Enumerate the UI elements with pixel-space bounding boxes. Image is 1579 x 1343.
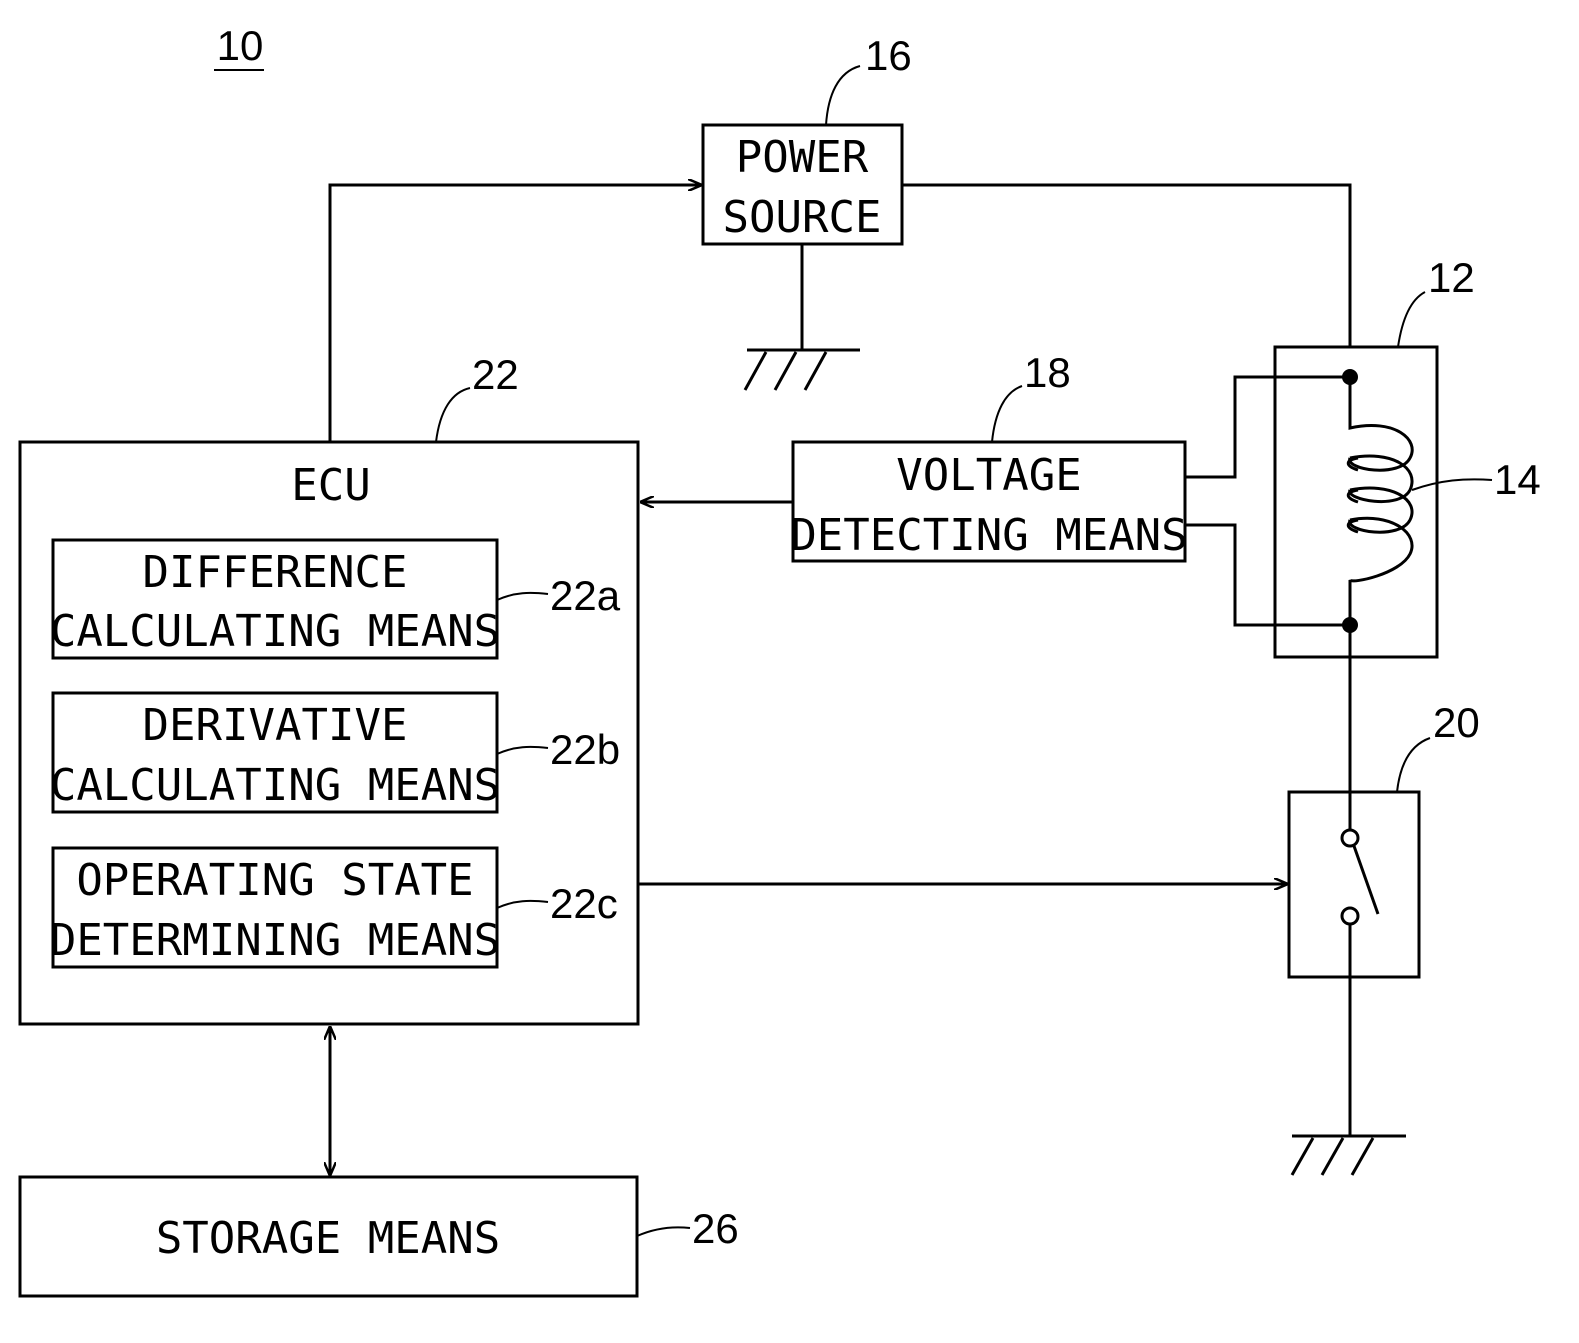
- ground-symbol-power: [745, 244, 860, 390]
- power-source-ref-leader: [826, 66, 860, 125]
- voltage-detecting-line1: VOLTAGE: [896, 450, 1081, 501]
- operating-state-line1: OPERATING STATE: [76, 855, 473, 906]
- solenoid-ref: 12: [1428, 254, 1475, 301]
- switch-ref-leader: [1397, 738, 1430, 792]
- ecu-label: ECU: [291, 460, 370, 511]
- ecu-ref: 22: [472, 351, 519, 398]
- figure-ref-label: 10: [217, 22, 264, 69]
- ecu-ref-leader: [436, 388, 470, 442]
- derivative-calculating-block: DERIVATIVE CALCULATING MEANS: [50, 693, 500, 812]
- derivative-ref: 22b: [550, 726, 620, 773]
- switch-ref: 20: [1433, 699, 1480, 746]
- operating-state-ref: 22c: [550, 880, 618, 927]
- difference-line2: CALCULATING MEANS: [50, 606, 500, 657]
- difference-calculating-block: DIFFERENCE CALCULATING MEANS: [50, 540, 500, 658]
- derivative-line2: CALCULATING MEANS: [50, 760, 500, 811]
- voltage-detecting-ref: 18: [1024, 349, 1071, 396]
- difference-ref: 22a: [550, 572, 621, 619]
- power-source-line2: SOURCE: [723, 192, 882, 243]
- storage-means-block: STORAGE MEANS: [20, 1177, 637, 1296]
- switch-block: [1289, 625, 1419, 1136]
- derivative-line1: DERIVATIVE: [143, 700, 408, 751]
- power-source-line1: POWER: [736, 132, 869, 183]
- storage-ref: 26: [692, 1205, 739, 1252]
- storage-label: STORAGE MEANS: [156, 1213, 500, 1264]
- power-source-ref: 16: [865, 32, 912, 79]
- solenoid-ref-leader: [1398, 292, 1425, 347]
- ecu-to-power-wire: [330, 185, 701, 442]
- operating-state-line2: DETERMINING MEANS: [50, 915, 500, 966]
- voltage-detecting-ref-leader: [992, 386, 1022, 442]
- storage-ref-leader: [637, 1227, 690, 1236]
- voltage-detecting-block: VOLTAGE DETECTING MEANS: [790, 442, 1187, 561]
- operating-state-block: OPERATING STATE DETERMINING MEANS: [50, 848, 500, 967]
- voltage-detecting-line2: DETECTING MEANS: [790, 510, 1187, 561]
- difference-line1: DIFFERENCE: [143, 547, 408, 598]
- coil-ref: 14: [1494, 456, 1541, 503]
- power-source-block: POWER SOURCE: [703, 125, 902, 244]
- ground-symbol-switch: [1292, 1136, 1406, 1175]
